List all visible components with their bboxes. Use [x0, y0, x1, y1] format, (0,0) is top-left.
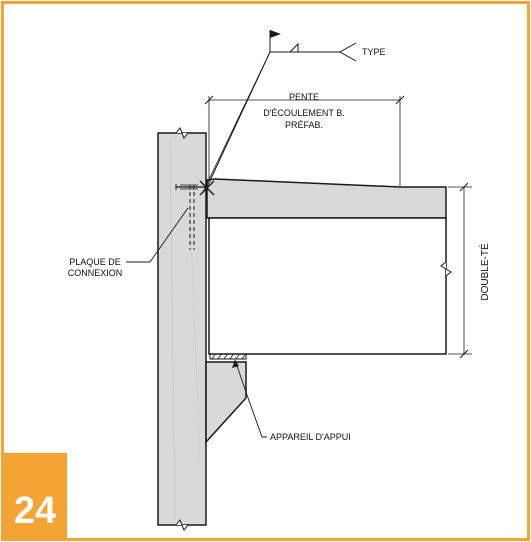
double-tee-label: DOUBLE-TÉ [478, 243, 491, 301]
plate-leader [126, 207, 189, 263]
connection-plate [175, 180, 215, 250]
bearing-label: APPAREIL D'APPUI [270, 432, 351, 442]
type-leader [202, 30, 357, 193]
detail-number-badge: 24 [3, 453, 67, 539]
wall-panel [157, 127, 207, 531]
slope-dimension [204, 95, 405, 186]
slope-label-line3: PRÉFAB. [285, 120, 323, 130]
double-tee-beam [206, 178, 452, 355]
corbel [205, 361, 247, 444]
plate-label-line1: PLAQUE DE [69, 257, 121, 267]
slope-label-line2: D'ÉCOULEMENT B. [263, 108, 345, 118]
double-tee-dimension [448, 182, 472, 359]
plate-label-line2: CONNEXION [68, 268, 123, 278]
type-label: TYPE [362, 47, 386, 57]
bearing-leader [232, 359, 267, 438]
slope-label-line1: PENTE [289, 92, 319, 102]
